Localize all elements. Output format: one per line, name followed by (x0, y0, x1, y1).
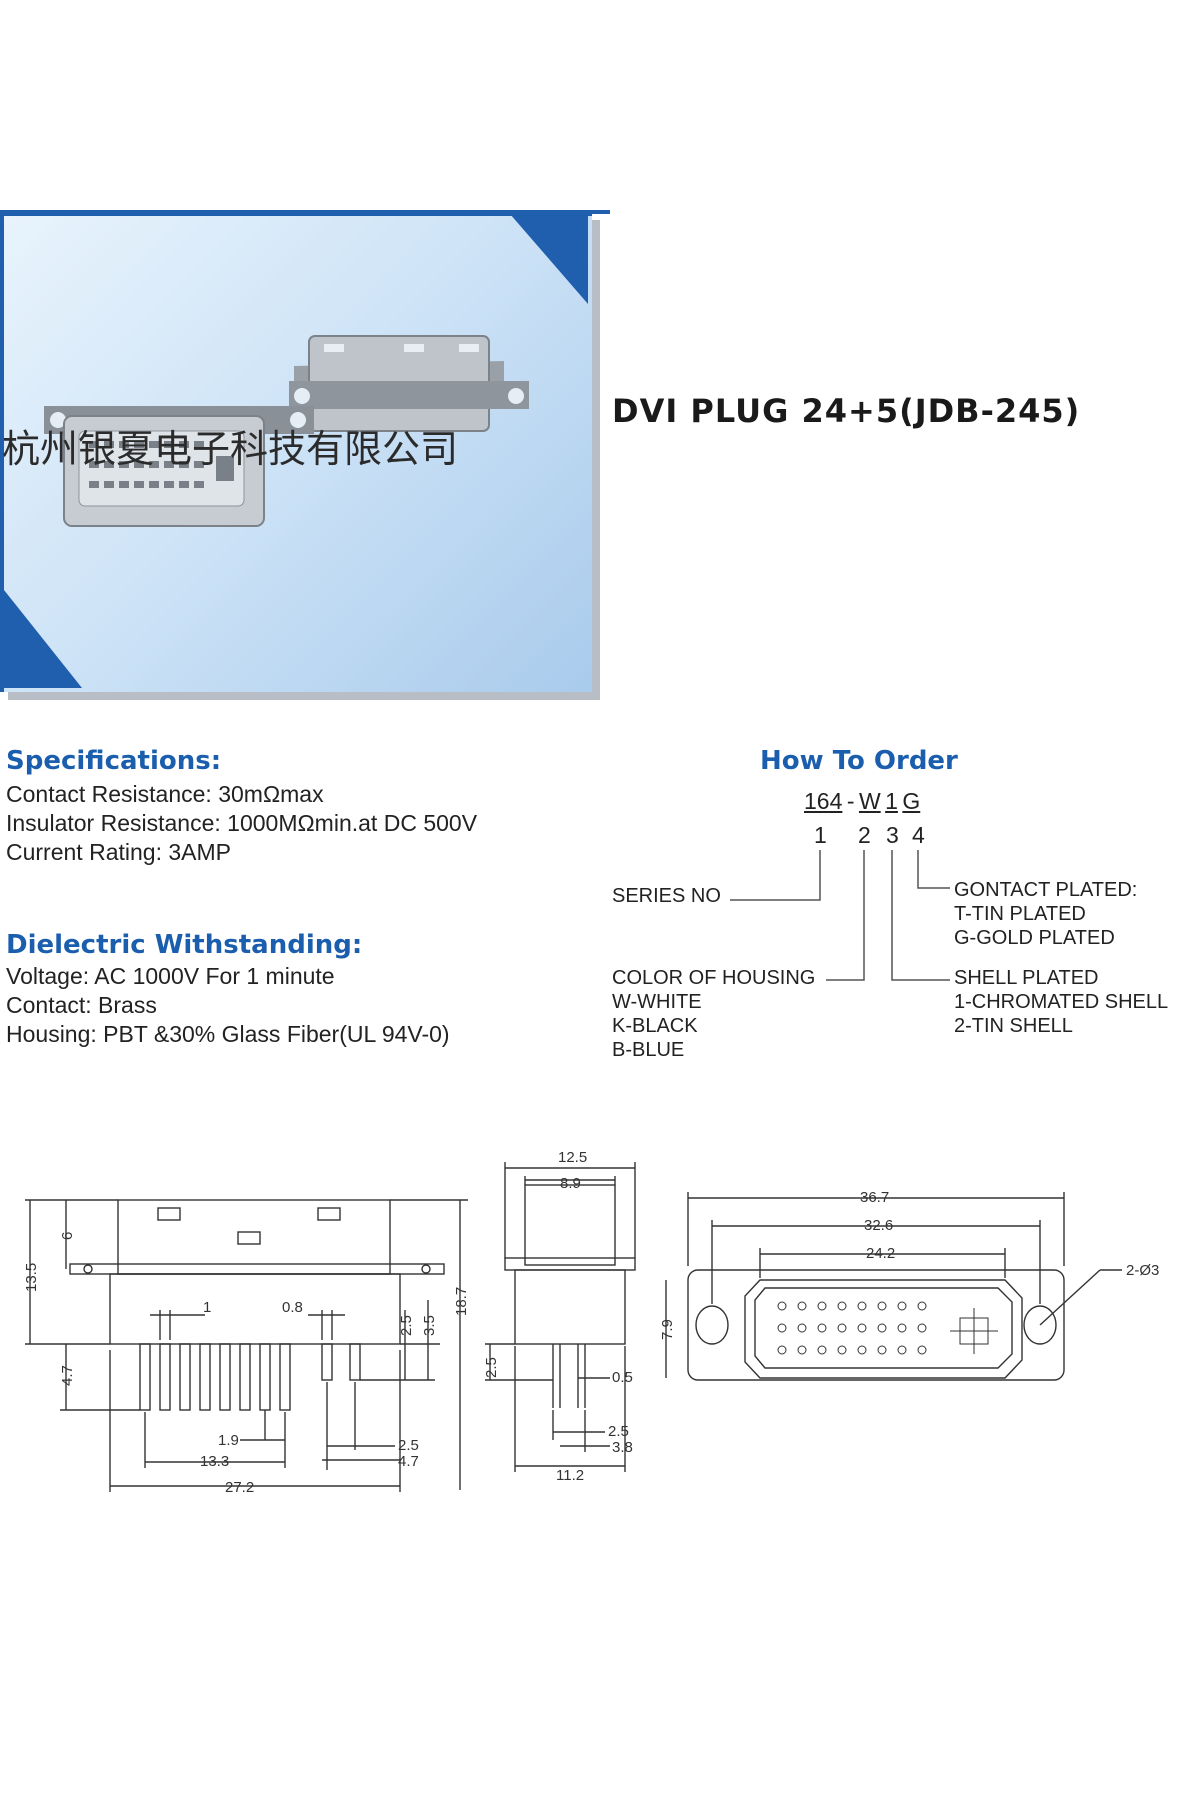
dim-front-13-5: 13.5 (23, 1263, 40, 1292)
color-white: W-WHITE (612, 991, 702, 1013)
order-code-dash: - (846, 788, 855, 814)
dim-face-7-9: 7.9 (659, 1319, 676, 1340)
shell-chromated: 1-CHROMATED SHELL (954, 991, 1169, 1013)
panel-corner-accent (510, 214, 588, 304)
order-code-color: W (858, 788, 881, 814)
dim-side-8-9: 8.9 (560, 1175, 581, 1192)
product-title: DVI PLUG 24+5(JDB-245) (612, 392, 1081, 430)
contact-plated-title: GONTACT PLATED: (954, 879, 1138, 901)
color-black: K-BLACK (612, 1015, 698, 1037)
order-code-shell: 1 (885, 788, 898, 814)
face-view-drawing (665, 1192, 1122, 1381)
dielectric-voltage: Voltage: AC 1000V For 1 minute (6, 963, 335, 989)
dim-front-13-3: 13.3 (200, 1453, 229, 1470)
dim-front-4-7-bottom: 4.7 (398, 1453, 419, 1470)
leader-contact (917, 850, 950, 889)
front-pins (139, 1343, 361, 1411)
leader-series (730, 850, 821, 901)
dim-front-0-8: 0.8 (282, 1299, 303, 1316)
order-index-3: 3 (886, 822, 899, 848)
spec-contact-resistance: Contact Resistance: 30mΩmax (6, 781, 324, 807)
dim-side-2-5-left: 2.5 (483, 1357, 500, 1378)
dim-face-36-7: 36.7 (860, 1189, 889, 1206)
series-no-label: SERIES NO (612, 885, 721, 907)
contact-plated-block: GONTACT PLATED: T-TIN PLATED G-GOLD PLAT… (954, 878, 1137, 950)
dim-side-11-2: 11.2 (556, 1467, 584, 1484)
side-view-drawing (485, 1162, 636, 1472)
color-housing-block: COLOR OF HOUSING W-WHITE K-BLACK B-BLUE (612, 966, 815, 1062)
dim-face-24-2: 24.2 (866, 1245, 895, 1262)
company-watermark: 杭州银夏电子科技有限公司 (2, 427, 459, 471)
leader-shell (891, 850, 950, 981)
dim-front-18-7: 18.7 (453, 1287, 470, 1316)
contact-tin: T-TIN PLATED (954, 903, 1086, 925)
dim-front-3-5: 3.5 (421, 1315, 438, 1336)
order-code-series: 164 (804, 788, 843, 814)
specifications-list: Contact Resistance: 30mΩmax Insulator Re… (6, 780, 477, 867)
face-contact-grid (777, 1301, 998, 1355)
connector-photo (44, 335, 529, 527)
dimension-drawings: 13.5 6 4.7 1 0.8 2.5 3.5 18.7 1.9 2.5 13… (23, 1149, 1159, 1496)
dim-front-2-5-right: 2.5 (398, 1315, 415, 1336)
dielectric-contact: Contact: Brass (6, 992, 157, 1018)
order-leader-lines (730, 850, 950, 981)
color-blue: B-BLUE (612, 1039, 685, 1061)
dim-front-1-9: 1.9 (218, 1432, 239, 1449)
dim-face-32-6: 32.6 (864, 1217, 893, 1234)
dim-front-27-2: 27.2 (225, 1479, 254, 1496)
dielectric-list: Voltage: AC 1000V For 1 minute Contact: … (6, 962, 450, 1049)
panel-corner-accent-bottom (4, 590, 82, 688)
shell-plated-title: SHELL PLATED (954, 967, 1099, 989)
dim-side-3-8: 3.8 (612, 1439, 633, 1456)
dielectric-title: Dielectric Withstanding: (6, 930, 363, 960)
color-housing-title: COLOR OF HOUSING (612, 967, 816, 989)
contact-gold: G-GOLD PLATED (954, 927, 1115, 949)
dim-side-2-5: 2.5 (608, 1423, 629, 1440)
specifications-title: Specifications: (6, 746, 222, 776)
dim-front-4-7-left: 4.7 (59, 1365, 76, 1386)
leader-color (826, 850, 865, 981)
order-code-contact: G (902, 788, 921, 814)
product-photo-panel (0, 212, 592, 692)
dim-front-1: 1 (203, 1299, 211, 1316)
order-index-4: 4 (912, 822, 925, 848)
spec-insulator-resistance: Insulator Resistance: 1000MΩmin.at DC 50… (6, 810, 478, 836)
spec-current-rating: Current Rating: 3AMP (6, 839, 231, 865)
dim-side-12-5: 12.5 (558, 1149, 587, 1166)
front-view-drawing (25, 1199, 468, 1492)
shell-tin: 2-TIN SHELL (954, 1015, 1073, 1037)
dim-front-2-5-bottom: 2.5 (398, 1437, 419, 1454)
order-index-1: 1 (814, 822, 827, 848)
connector-front (44, 406, 314, 527)
dielectric-housing: Housing: PBT &30% Glass Fiber(UL 94V-0) (6, 1021, 450, 1047)
order-code: 164 - W 1 G (804, 788, 920, 815)
dim-side-0-5: 0.5 (612, 1369, 633, 1386)
order-index-2: 2 (858, 822, 871, 848)
dim-face-hole: 2-Ø3 (1126, 1262, 1159, 1279)
how-to-order-title: How To Order (760, 746, 958, 776)
dim-front-6: 6 (59, 1232, 76, 1240)
shell-plated-block: SHELL PLATED 1-CHROMATED SHELL 2-TIN SHE… (954, 966, 1168, 1038)
connector-back (289, 335, 529, 432)
